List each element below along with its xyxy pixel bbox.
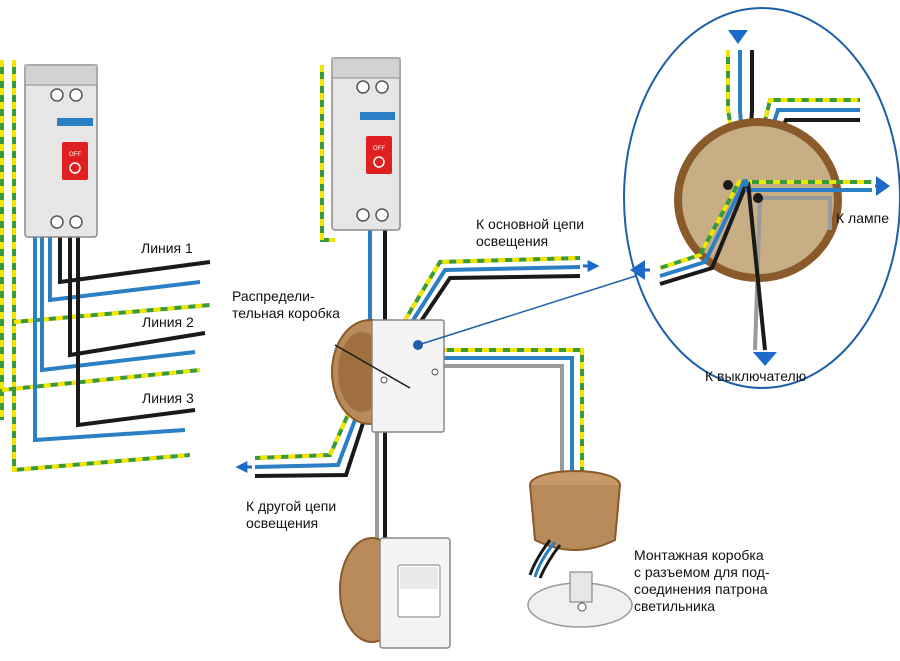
label-main-circuit: К основной цепи освещения — [476, 216, 585, 249]
main-circuit-wires — [403, 256, 581, 332]
left-breaker-off-text: OFF — [69, 152, 81, 158]
label-other-circuit: К другой цепи освещения — [246, 498, 337, 531]
label-to-lamp: К лампе — [836, 210, 889, 226]
middle-breaker: OFF — [331, 57, 401, 231]
feed-wires-to-junction — [368, 230, 387, 330]
switch-wires — [375, 430, 387, 545]
lamp-feed-wires — [440, 348, 584, 480]
zoom-detail — [623, 7, 900, 389]
junction-box — [331, 319, 445, 433]
other-circuit-wires — [254, 409, 368, 478]
mounting-box — [527, 470, 633, 628]
left-ground-bus — [0, 60, 191, 473]
line-3-wires — [33, 235, 196, 443]
middle-ground-feed — [320, 65, 335, 242]
light-switch — [339, 537, 451, 649]
label-line-3: Линия 3 — [142, 390, 194, 406]
left-breaker: OFF — [24, 64, 98, 238]
label-to-switch: К выключателю — [705, 368, 807, 384]
label-line-2: Линия 2 — [142, 314, 194, 330]
line-1-wires — [13, 235, 211, 324]
label-line-1: Линия 1 — [141, 240, 193, 256]
middle-breaker-off-text: OFF — [373, 146, 385, 152]
label-mounting-box: Монтажная коробка с разъемом для под- со… — [634, 547, 770, 614]
label-junction-box: Распредели- тельная коробка — [232, 288, 340, 321]
